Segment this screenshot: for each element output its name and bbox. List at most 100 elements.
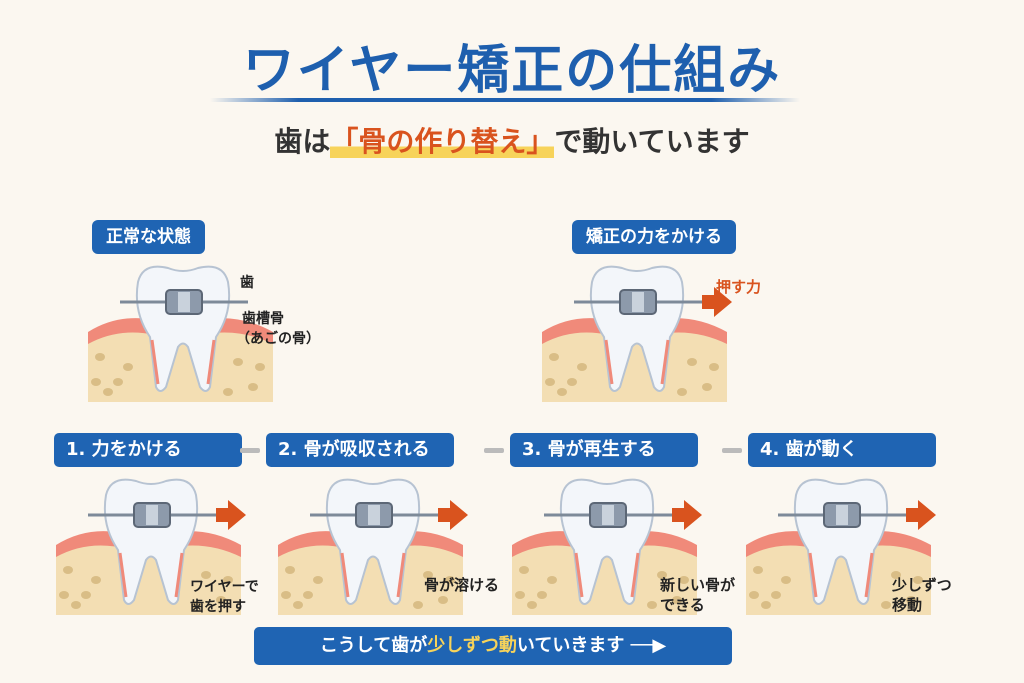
bone-pore [59,591,69,599]
step3-illustration [512,475,702,619]
bone-pore [687,358,697,366]
push-arrow-icon [672,500,702,530]
bone-pore [103,388,113,396]
bone-pore [281,591,291,599]
summary-text: いていきます ──▶ [516,635,667,656]
bone-pore [547,576,557,584]
title-underline [210,98,800,102]
summary-text: こうして歯が [319,635,428,656]
bone-pore [413,601,423,609]
bone-pore [438,596,448,604]
bone-pore [71,601,81,609]
bone-pore [95,353,105,361]
bone-pore [749,591,759,599]
bone-note: （あごの骨） [236,331,320,347]
push-arrow-icon [702,287,732,317]
step1-note: ワイヤーで [190,579,259,595]
bone-pore [771,591,781,599]
bone-pore [313,576,323,584]
bone-pore [647,601,657,609]
normal-tooth-illustration [88,262,278,406]
push-arrow-icon [906,500,936,530]
step4-illustration [746,475,936,619]
bone-pore [248,383,258,391]
bone-pore [577,363,587,371]
bone-pore [285,566,295,574]
step2-note: 骨が溶ける [424,576,500,594]
step1-note: 歯を押す [190,599,246,615]
step3-note: 新しい骨が [660,576,736,594]
push-arrow-icon [438,500,468,530]
bone-pore [255,363,265,371]
tooth-icon [88,265,273,402]
bone-pore [753,566,763,574]
normal-state-badge: 正常な状態 [92,220,205,254]
step2-illustration [278,475,468,619]
step4-note: 少しずつ [892,576,952,594]
bone-pore [293,601,303,609]
bone-pore [761,601,771,609]
tooth-label: 歯 [240,275,254,291]
bone [542,328,727,402]
bone-pore [527,601,537,609]
tooth-root-outline [574,552,640,598]
force-badge: 矯正の力をかける [572,220,736,254]
bone-pore [672,596,682,604]
subtitle-highlight: 「骨の作り替え」 [330,125,555,158]
bone-pore [709,363,719,371]
tooth [793,478,889,605]
tooth [559,478,655,605]
step1-illustration [56,475,246,619]
page-title: ワイヤー矯正の仕組み [242,41,782,101]
summary-highlight: 動 [498,635,517,656]
bone-pore [702,383,712,391]
bone [746,541,931,615]
bone-pore [113,378,123,386]
tooth [135,265,231,392]
tooth [325,478,421,605]
force-tooth-illustration [542,262,732,406]
bone-pore [63,566,73,574]
step3-note: できる [660,596,705,614]
step-4: 4. 歯が動く [748,433,936,467]
bone-pore [913,576,923,584]
bone-label: 歯槽骨 [242,311,284,327]
subtitle: 歯は「骨の作り替え」で動いています [0,120,1024,160]
bone-pore [677,388,687,396]
bone-pore [891,571,901,579]
bone-pore [233,358,243,366]
tooth-icon [512,478,702,615]
bone-pore [657,571,667,579]
bone [278,541,463,615]
tooth-root-outline [118,552,184,598]
bone-pore [191,601,201,609]
bone-pore [223,388,233,396]
push-arrow-icon [216,500,246,530]
bone-pore [781,576,791,584]
bone-pore [519,566,529,574]
bone-pore [557,388,567,396]
summary-highlight: 少しずつ [427,635,499,656]
bone-pore [515,591,525,599]
bone-pore [445,576,455,584]
step4-note: 移動 [892,596,923,614]
step-3: 3. 骨が再生する [510,433,698,467]
tooth [589,265,685,392]
bone-pore [216,596,226,604]
tooth-root-outline [340,552,406,598]
bone-pore [567,378,577,386]
step-connector [240,448,260,453]
bone-pore [545,378,555,386]
tooth-root-outline [604,339,670,385]
tooth-icon [56,478,246,615]
tooth [103,478,199,605]
bone-pore [881,601,891,609]
bone [88,328,273,402]
push-force-label: 押す力 [716,278,762,296]
tooth-icon [278,478,468,615]
bone-pore [91,378,101,386]
bone-pore [906,596,916,604]
bone-pore [549,353,559,361]
tooth-icon [542,265,732,402]
subtitle-text: で動いています [554,125,750,158]
